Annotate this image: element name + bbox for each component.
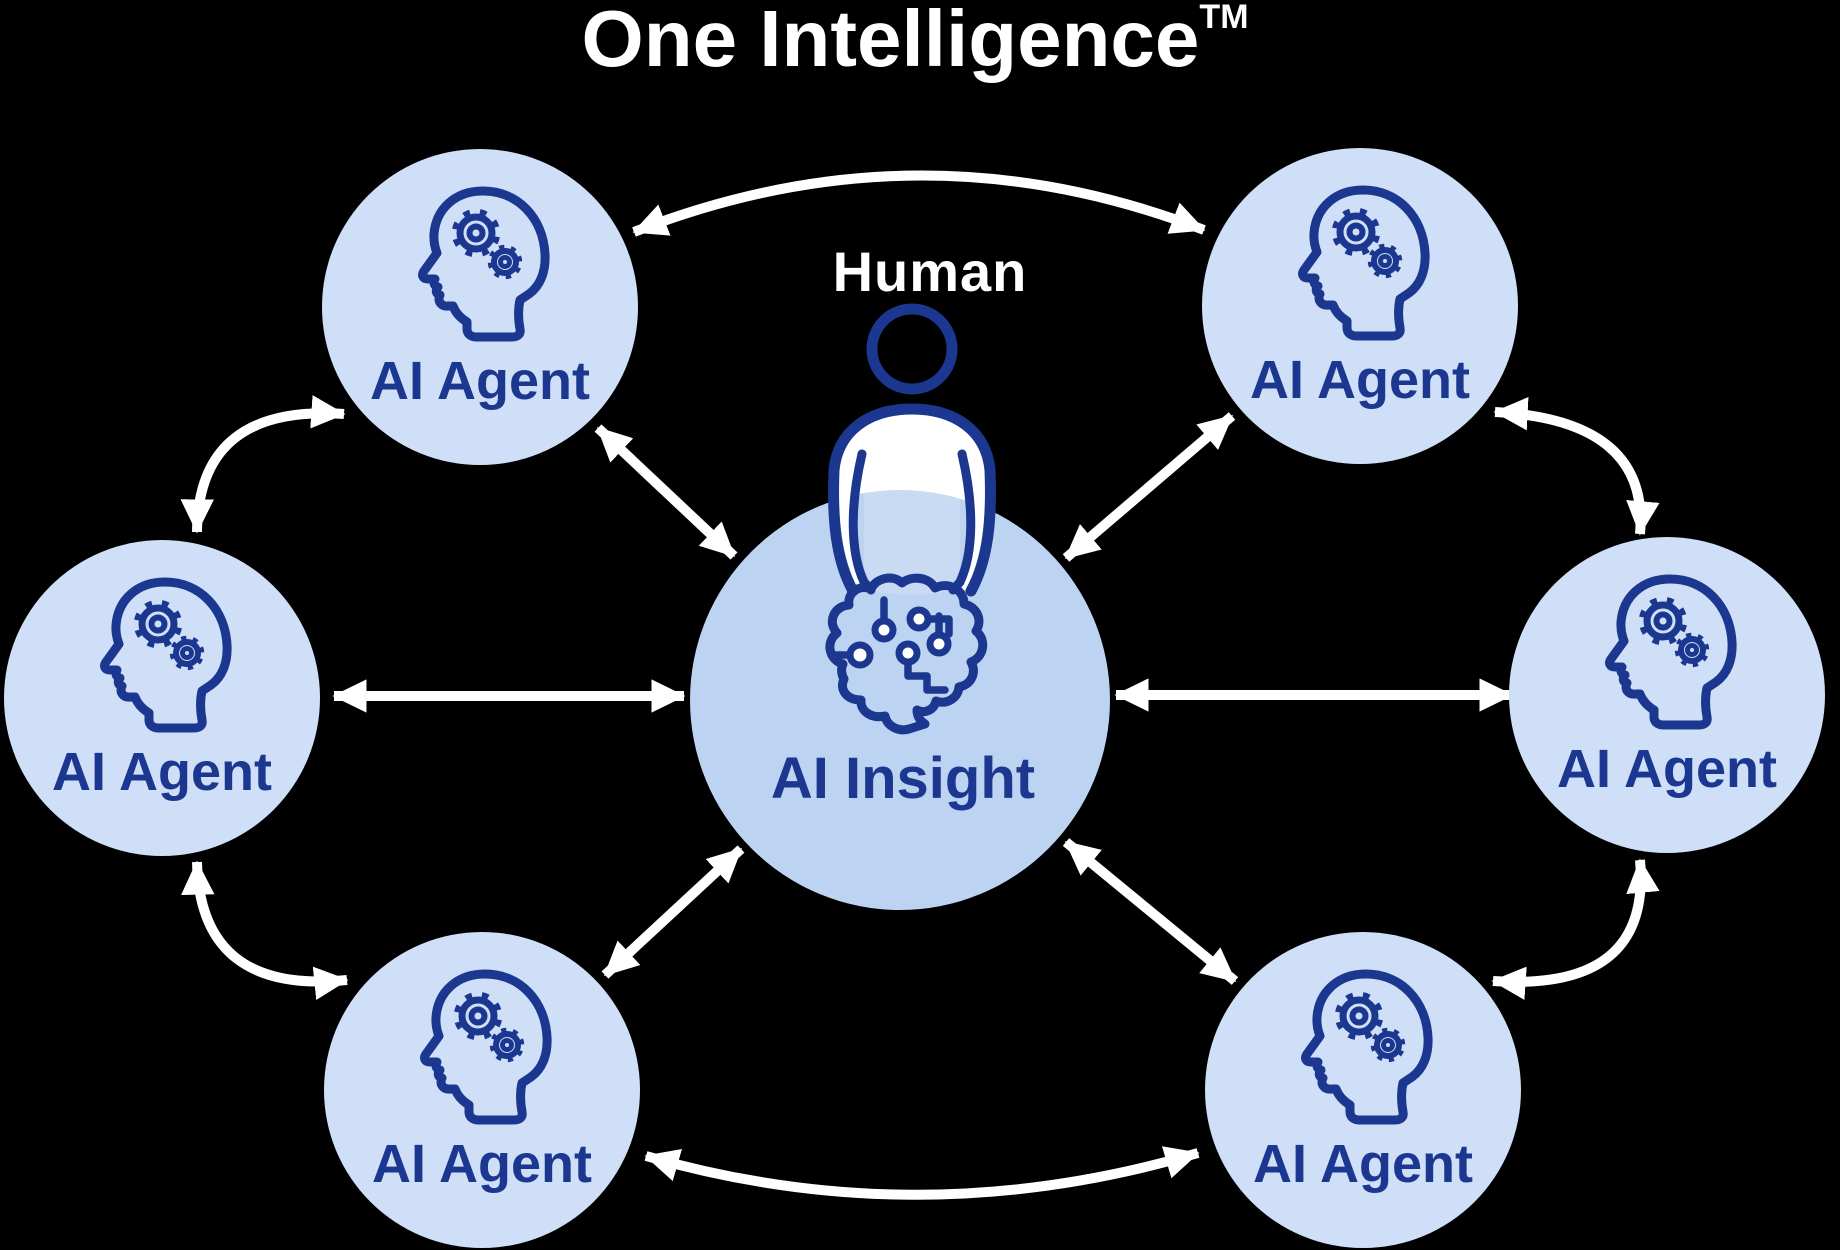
arrow-arc-right-lower [1491, 858, 1660, 1000]
person-icon [828, 403, 996, 597]
center-label: AI Insight [771, 746, 1035, 811]
arrow-arc-right-upper [1493, 396, 1660, 536]
person-left-arm [848, 449, 876, 595]
arrow-bottomright-center [1062, 838, 1239, 985]
center-circle [690, 490, 1110, 910]
agent-label: AI Agent [1250, 350, 1470, 410]
person-head [866, 303, 958, 395]
brain-outline [825, 573, 988, 735]
agent-top-right: AI Agent [1202, 148, 1518, 464]
arrow-arc-bottom [644, 1146, 1200, 1200]
agent-circle [322, 149, 638, 465]
agent-bottom-left: AI Agent [324, 932, 640, 1248]
agent-top-left: AI Agent [322, 149, 638, 465]
title-text: One Intelligence [581, 0, 1199, 83]
agent-circle [1202, 148, 1518, 464]
agent-label: AI Agent [370, 351, 590, 411]
brain-circuit-nodes [846, 606, 952, 669]
human-label: Human [833, 240, 1028, 303]
arrow-bottomleft-center [601, 845, 745, 979]
diagram-title: One IntelligenceTM [581, 0, 1248, 83]
agent-right: AI Agent [1509, 537, 1825, 853]
brain-circuit-icon [825, 573, 988, 735]
agent-left: AI Agent [4, 540, 320, 856]
agent-circle [1509, 537, 1825, 853]
arrow-topright-center [1062, 412, 1236, 562]
arrow-topleft-center [594, 424, 738, 560]
agent-label: AI Agent [1557, 739, 1777, 799]
title-trademark: TM [1199, 0, 1248, 36]
agent-circle [1205, 932, 1521, 1248]
arrow-arc-top [632, 170, 1206, 237]
agent-label: AI Agent [372, 1134, 592, 1194]
arrow-arc-left-lower [181, 860, 349, 1000]
person-body-outline [828, 403, 996, 597]
agent-bottom-right: AI Agent [1205, 932, 1521, 1248]
agent-label: AI Agent [52, 742, 272, 802]
arrow-arc-left-upper [180, 395, 346, 534]
agent-circle [4, 540, 320, 856]
person-torso-tint [864, 470, 960, 595]
connection-arrows [180, 170, 1660, 1200]
person-right-arm [948, 449, 976, 595]
agent-circle [324, 932, 640, 1248]
agent-label: AI Agent [1253, 1134, 1473, 1194]
